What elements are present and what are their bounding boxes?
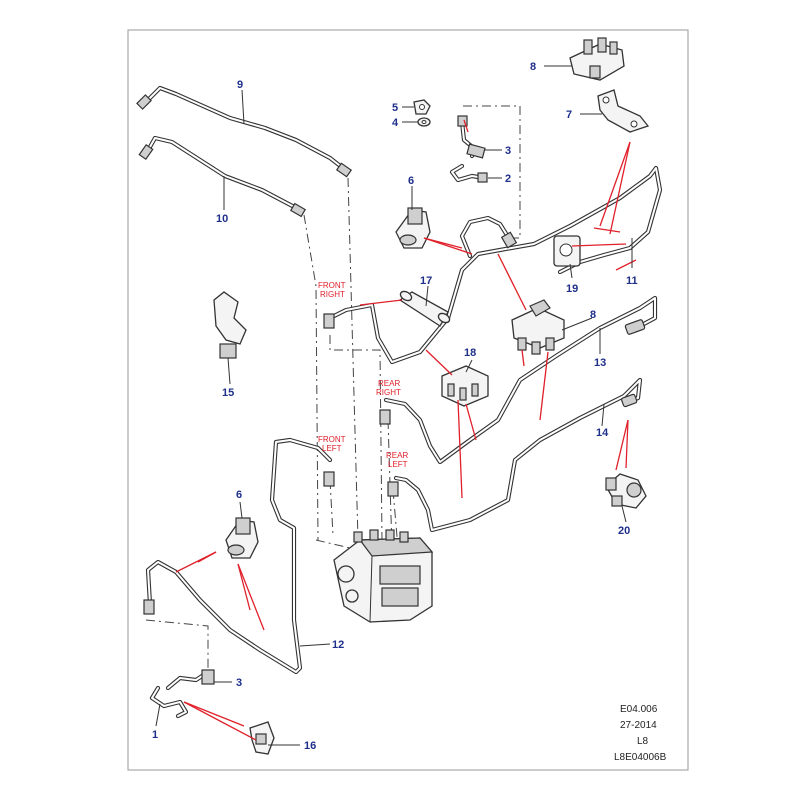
- callout-7: 7: [566, 109, 572, 121]
- port-labels: FRONT RIGHT REAR RIGHT FRONT LEFT REAR L…: [318, 281, 408, 469]
- clip-part-8-top: [569, 37, 625, 81]
- callout-leaders: [155, 65, 633, 746]
- label-front-left-1: FRONT: [318, 435, 346, 444]
- callout-8-upper: 8: [530, 61, 536, 73]
- callout-11: 11: [626, 275, 638, 287]
- callout-1: 1: [152, 729, 158, 741]
- reference-line-4: L8E04006B: [614, 752, 667, 763]
- label-rear-right-1: REAR: [378, 379, 400, 388]
- sensor-part-20: [605, 473, 647, 509]
- label-rear-left-1: REAR: [386, 451, 408, 460]
- valve-part-6-upper: [395, 207, 431, 249]
- callout-17: 17: [420, 275, 432, 287]
- pipe-fittings: [136, 94, 646, 615]
- clip-part-18: [441, 365, 489, 407]
- callout-16: 16: [304, 740, 316, 752]
- callout-3-upper: 3: [505, 145, 511, 157]
- reference-line-2: 27-2014: [620, 720, 657, 731]
- callout-19: 19: [566, 283, 578, 295]
- callout-18: 18: [464, 347, 476, 359]
- callout-13: 13: [594, 357, 606, 369]
- callout-10: 10: [216, 213, 228, 225]
- callout-8-middle: 8: [590, 309, 596, 321]
- sleeve-part-17: [398, 290, 451, 327]
- diagram-border: [127, 29, 689, 771]
- callout-12: 12: [332, 639, 344, 651]
- callout-6-upper: 6: [408, 175, 414, 187]
- clip-part-8-middle: [511, 299, 565, 355]
- reference-block: E04.006 27-2014 L8 L8E04006B: [614, 704, 667, 763]
- reference-line-1: E04.006: [620, 704, 658, 715]
- clip-part-15: [213, 291, 247, 359]
- callout-numbers: 9 10 5 4 3 2 6 8 7 11 19 8 13 14 17 18 1…: [152, 61, 638, 752]
- hose-parts-1-3-lower: [149, 669, 215, 719]
- clip-part-16: [249, 721, 275, 755]
- label-rear-right-2: RIGHT: [376, 388, 401, 397]
- hose-parts-2-3: [449, 115, 488, 183]
- washer-parts-4-5: [413, 99, 431, 127]
- callout-5: 5: [392, 102, 398, 114]
- callout-20: 20: [618, 525, 630, 537]
- grommet-part-19: [553, 235, 581, 267]
- label-front-right-1: FRONT: [318, 281, 346, 290]
- abs-modulator: [333, 529, 434, 623]
- reference-line-3: L8: [637, 736, 649, 747]
- label-front-right-2: RIGHT: [320, 290, 345, 299]
- bracket-part-7: [597, 89, 650, 133]
- callout-14: 14: [596, 427, 609, 439]
- red-reference-lines: [175, 119, 637, 741]
- brake-pipes: [142, 85, 663, 675]
- label-rear-left-2: LEFT: [388, 460, 408, 469]
- callout-2: 2: [505, 173, 511, 185]
- callout-15: 15: [222, 387, 234, 399]
- callout-9: 9: [237, 79, 243, 91]
- routing-lines: [145, 105, 521, 672]
- callout-6-lower: 6: [236, 489, 242, 501]
- callout-3-lower: 3: [236, 677, 242, 689]
- callout-4: 4: [392, 117, 399, 129]
- valve-part-6-lower: [225, 517, 259, 559]
- label-front-left-2: LEFT: [322, 444, 342, 453]
